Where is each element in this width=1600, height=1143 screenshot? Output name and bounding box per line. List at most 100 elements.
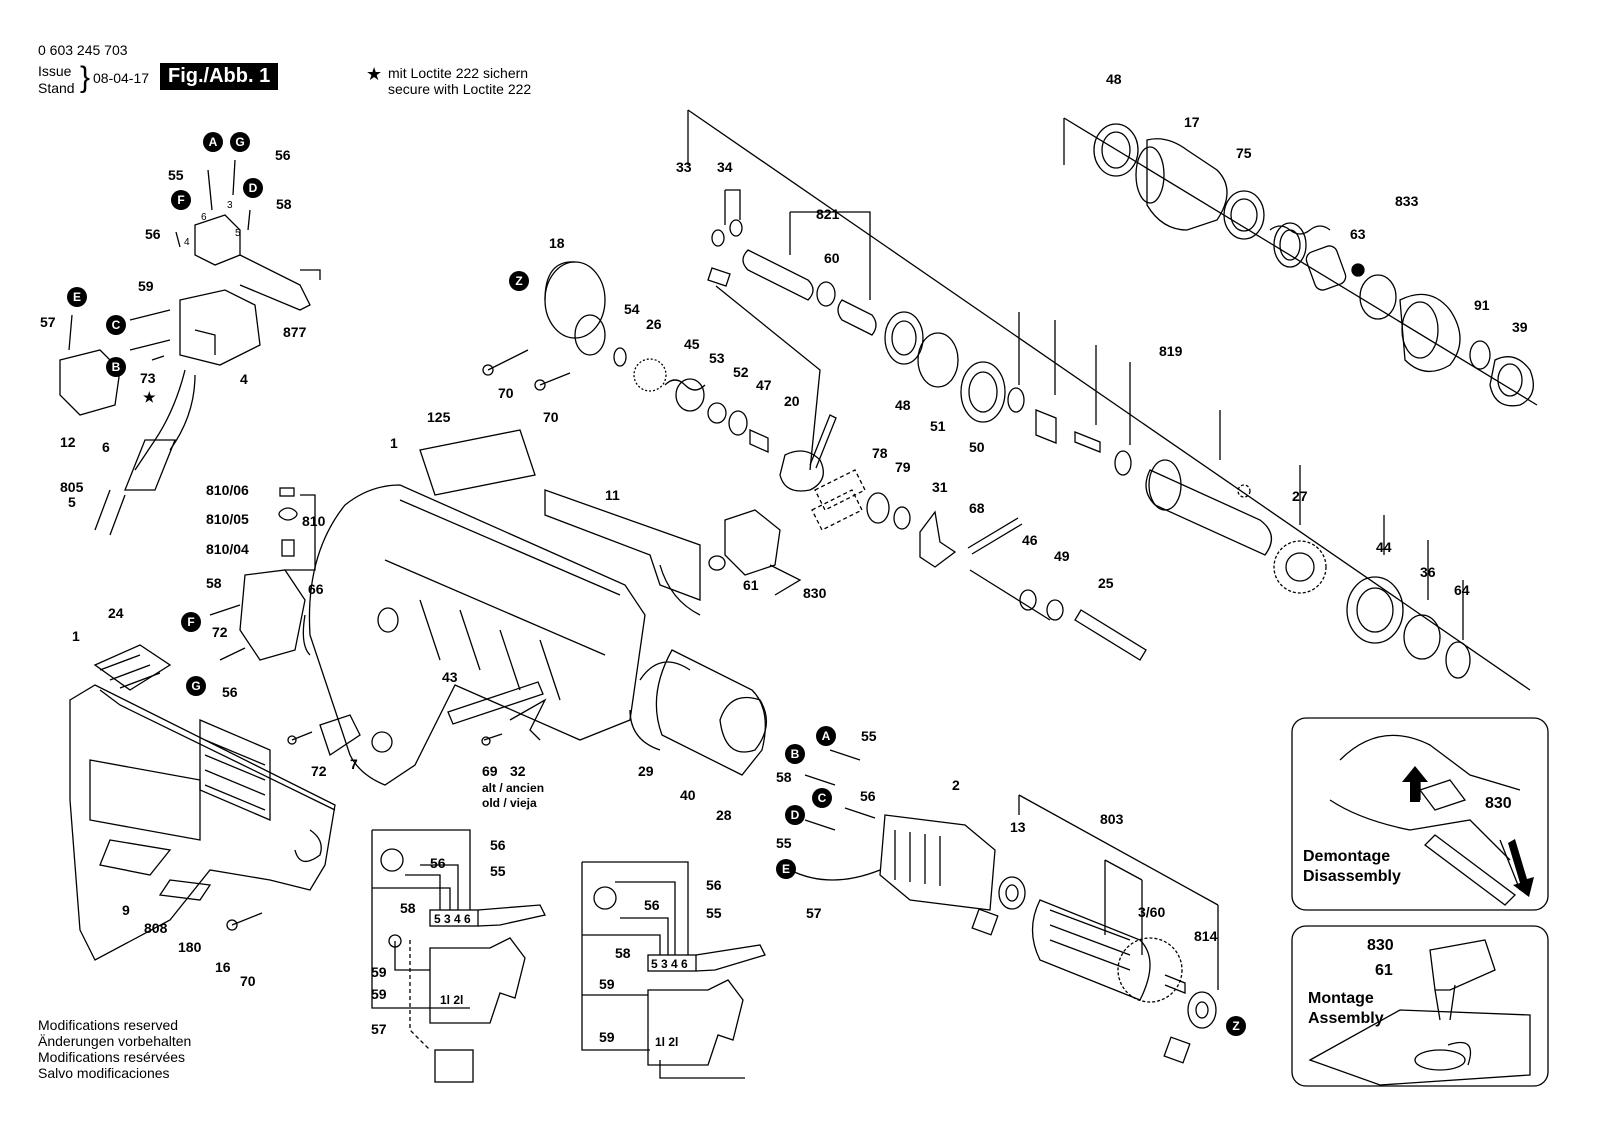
label-12: 12 bbox=[60, 434, 76, 450]
assembly-leader-line bbox=[687, 109, 1531, 691]
callout-f-top: F bbox=[177, 193, 184, 207]
cover-18 bbox=[544, 261, 606, 339]
label-56-left: 56 bbox=[145, 226, 161, 242]
label-63: 63 bbox=[1350, 226, 1366, 242]
label-75: 75 bbox=[1236, 145, 1252, 161]
label-814: 814 bbox=[1194, 928, 1218, 944]
callout-markers: A G F D E C B Z F G A B C D E Z bbox=[67, 132, 1246, 1036]
label-810: 810 bbox=[302, 513, 326, 529]
ring-48-top bbox=[1093, 123, 1139, 177]
ring-60 bbox=[816, 281, 836, 307]
label-72-brush: 72 bbox=[212, 624, 228, 640]
switch-830 bbox=[724, 509, 781, 576]
label-833: 833 bbox=[1395, 193, 1419, 209]
lever-31 bbox=[919, 510, 957, 568]
brush-holder bbox=[239, 569, 306, 661]
label-55-wiring1: 55 bbox=[490, 863, 506, 879]
shaft-821 bbox=[742, 249, 814, 301]
ring-64 bbox=[1445, 641, 1471, 679]
callout-d-top: D bbox=[249, 181, 258, 195]
label-7: 7 bbox=[350, 756, 358, 772]
ring-36 bbox=[1403, 614, 1441, 660]
label-3-60: 3/60 bbox=[1138, 904, 1165, 920]
assembly-title: Assembly bbox=[1308, 1010, 1384, 1027]
label-64: 64 bbox=[1454, 582, 1470, 598]
label-810-06: 810/06 bbox=[206, 482, 249, 498]
label-830: 830 bbox=[803, 585, 827, 601]
inset-demontage-frame bbox=[1291, 717, 1549, 911]
wiring-1 bbox=[372, 829, 471, 910]
sleeve-47 bbox=[749, 428, 769, 454]
label-6: 6 bbox=[102, 439, 110, 455]
star-note-de: mit Loctite 222 sichern bbox=[388, 65, 529, 81]
brace-glyph: } bbox=[80, 61, 91, 94]
label-70b: 70 bbox=[543, 409, 559, 425]
label-59-top: 59 bbox=[138, 278, 154, 294]
label-59-wiring2-a: 59 bbox=[599, 976, 615, 992]
figure-title: Fig./Abb. 1 bbox=[160, 63, 279, 90]
washer-plate bbox=[1305, 245, 1347, 291]
label-4: 4 bbox=[240, 371, 248, 387]
label-79: 79 bbox=[895, 459, 911, 475]
bearing-13 bbox=[998, 876, 1026, 910]
housing-half bbox=[308, 484, 646, 786]
label-40: 40 bbox=[680, 787, 696, 803]
label-24: 24 bbox=[108, 605, 124, 621]
label-2: 2 bbox=[952, 777, 960, 793]
label-1-drill: 1 bbox=[72, 628, 80, 644]
label-18: 18 bbox=[549, 235, 565, 251]
label-old-variant-2: old / vieja bbox=[482, 796, 537, 810]
label-43: 43 bbox=[442, 669, 458, 685]
label-56-motor: 56 bbox=[860, 788, 876, 804]
label-66: 66 bbox=[308, 581, 324, 597]
label-39: 39 bbox=[1512, 319, 1528, 335]
label-57-wiring1: 57 bbox=[371, 1021, 387, 1037]
washer-53 bbox=[707, 402, 727, 424]
label-33: 33 bbox=[676, 159, 692, 175]
ring-75 bbox=[1223, 190, 1265, 240]
label-52: 52 bbox=[733, 364, 749, 380]
callout-e-left: E bbox=[73, 290, 81, 304]
bearing-50 bbox=[960, 361, 1006, 423]
wiring-2 bbox=[582, 861, 689, 955]
part-labels: 48 17 75 833 63 91 39 33 34 821 60 18 54… bbox=[40, 71, 1528, 1049]
capacitor-12 bbox=[59, 349, 121, 416]
label-54: 54 bbox=[624, 301, 640, 317]
label-56-wiring2-b: 56 bbox=[644, 897, 660, 913]
label-125: 125 bbox=[427, 409, 451, 425]
label-11: 11 bbox=[605, 487, 620, 503]
shaft-25 bbox=[1074, 609, 1147, 661]
ring-d bbox=[1114, 450, 1132, 476]
spindle-819 bbox=[1145, 469, 1272, 556]
label-78: 78 bbox=[872, 445, 888, 461]
spring-810-05 bbox=[278, 507, 298, 521]
label-180: 180 bbox=[178, 939, 202, 955]
callout-d-motor: D bbox=[791, 808, 800, 822]
label-56-wiring2-a: 56 bbox=[706, 877, 722, 893]
lever-877 bbox=[239, 254, 311, 311]
loctite-mark-a bbox=[971, 908, 999, 936]
label-830-montage: 830 bbox=[1367, 937, 1394, 954]
label-5: 5 bbox=[68, 494, 76, 510]
terminals-wiring1: 5 3 4 6 bbox=[434, 912, 471, 926]
label-56-wiring1-a: 56 bbox=[490, 837, 506, 853]
strain-relief bbox=[124, 439, 176, 491]
label-48-top: 48 bbox=[1106, 71, 1122, 87]
wobble-20 bbox=[779, 450, 824, 492]
field-coil-2 bbox=[879, 814, 996, 911]
spring-833 bbox=[1273, 222, 1307, 268]
washer-51 bbox=[917, 332, 959, 388]
callout-c-motor: C bbox=[818, 791, 827, 805]
callout-c-left: C bbox=[112, 318, 121, 332]
footer-note-2: Änderungen vorbehalten bbox=[38, 1033, 192, 1049]
seal-28 bbox=[719, 696, 767, 753]
footer-note-3: Modifications resérvées bbox=[38, 1049, 186, 1065]
label-803: 803 bbox=[1100, 811, 1124, 827]
screw-72a bbox=[219, 647, 246, 661]
callout-a-top: A bbox=[209, 135, 218, 149]
label-47: 47 bbox=[756, 377, 772, 393]
bushing-46 bbox=[1019, 589, 1037, 611]
label-44: 44 bbox=[1376, 539, 1392, 555]
plate-125 bbox=[419, 429, 536, 496]
